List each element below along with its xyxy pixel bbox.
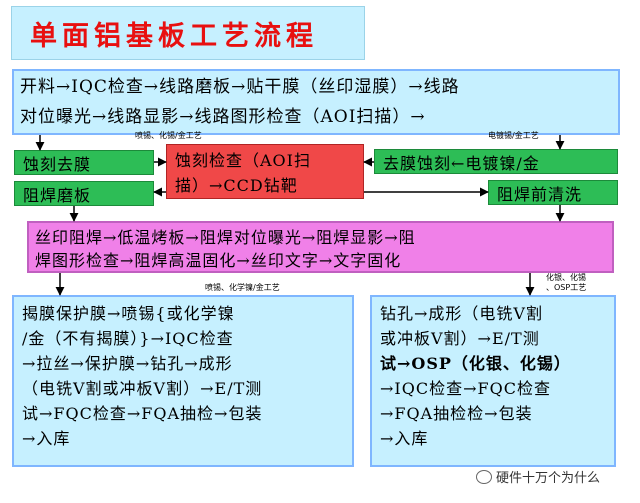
solder-mask-line-1: 丝印阻焊→低温烤板→阻焊对位曝光→阻焊显影→阻: [35, 228, 416, 247]
branch-label-left: 喷锡、化锡/金工艺: [135, 131, 202, 140]
main-flow-line-2: 对位曝光→线路显影→线路图形检查（AOI扫描）→: [20, 107, 426, 127]
lower-label-right-2: 、OSP工艺: [546, 283, 587, 292]
branch-label-right: 电镀锡/金工艺: [488, 131, 539, 140]
solder-mask-box: 丝印阻焊→低温烤板→阻焊对位曝光→阻焊显影→阻 焊图形检查→阻焊高温固化→丝印文…: [27, 221, 614, 273]
solder-grind-box: 阻焊磨板: [14, 181, 154, 206]
diagram-title: 单面铝基板工艺流程: [30, 20, 318, 52]
osp-line-5: →FQA抽检检→包装: [380, 404, 533, 423]
hasl-line-3: →拉丝→保护膜→钻孔→成形: [22, 354, 233, 373]
osp-line-6: →入库: [380, 429, 429, 448]
pre-solder-clean-box: 阻焊前清洗: [488, 180, 618, 205]
hasl-line-1: 揭膜保护膜→喷锡{或化学镍: [22, 304, 235, 323]
osp-line-1: 钻孔→成形（电铣V割: [380, 304, 543, 323]
hasl-line-2: /金（不有揭膜）}→IQC检查: [22, 329, 234, 348]
main-flow-box: 开料→IQC检查→线路磨板→贴干膜（丝印湿膜）→线路 对位曝光→线路显影→线路图…: [12, 69, 620, 135]
hasl-process-box: 揭膜保护膜→喷锡{或化学镍 /金（不有揭膜）}→IQC检查 →拉丝→保护膜→钻孔…: [12, 295, 354, 467]
wechat-icon: [476, 469, 492, 484]
hasl-line-5: 试→FQC检查→FQA抽检→包装: [22, 404, 263, 423]
solder-mask-line-2: 焊图形检查→阻焊高温固化→丝印文字→文字固化: [35, 251, 402, 270]
watermark-text: 硬件十万个为什么: [496, 471, 601, 486]
etch-inspect-box: 蚀刻检查（AOI扫 描）→CCD钻靶: [166, 144, 364, 199]
watermark: 硬件十万个为什么: [476, 467, 600, 486]
osp-line-4: →IQC检查→FQC检查: [380, 379, 551, 398]
title-box: 单面铝基板工艺流程: [11, 6, 365, 60]
etch-inspect-line-1: 蚀刻检查（AOI扫: [175, 151, 311, 170]
etch-inspect-line-2: 描）→CCD钻靶: [175, 176, 298, 195]
lower-label-left: 喷锡、化学镍/金工艺: [205, 283, 280, 292]
strip-plate-box: 去膜蚀刻←电镀镍/金: [374, 149, 618, 174]
etch-strip-box: 蚀刻去膜: [14, 150, 154, 175]
osp-process-box: 钻孔→成形（电铣V割 或冲板V割）→E/T测 试→OSP（化银、化锡） →IQC…: [370, 295, 616, 467]
hasl-line-4: （电铣V割或冲板V割）→E/T测: [22, 379, 263, 398]
main-flow-line-1: 开料→IQC检查→线路磨板→贴干膜（丝印湿膜）→线路: [20, 77, 460, 97]
lower-label-right-1: 化银、化锡: [546, 273, 586, 282]
hasl-line-6: →入库: [22, 429, 71, 448]
osp-line-3: 试→OSP（化银、化锡）: [380, 354, 571, 373]
osp-line-2: 或冲板V割）→E/T测: [380, 329, 540, 348]
